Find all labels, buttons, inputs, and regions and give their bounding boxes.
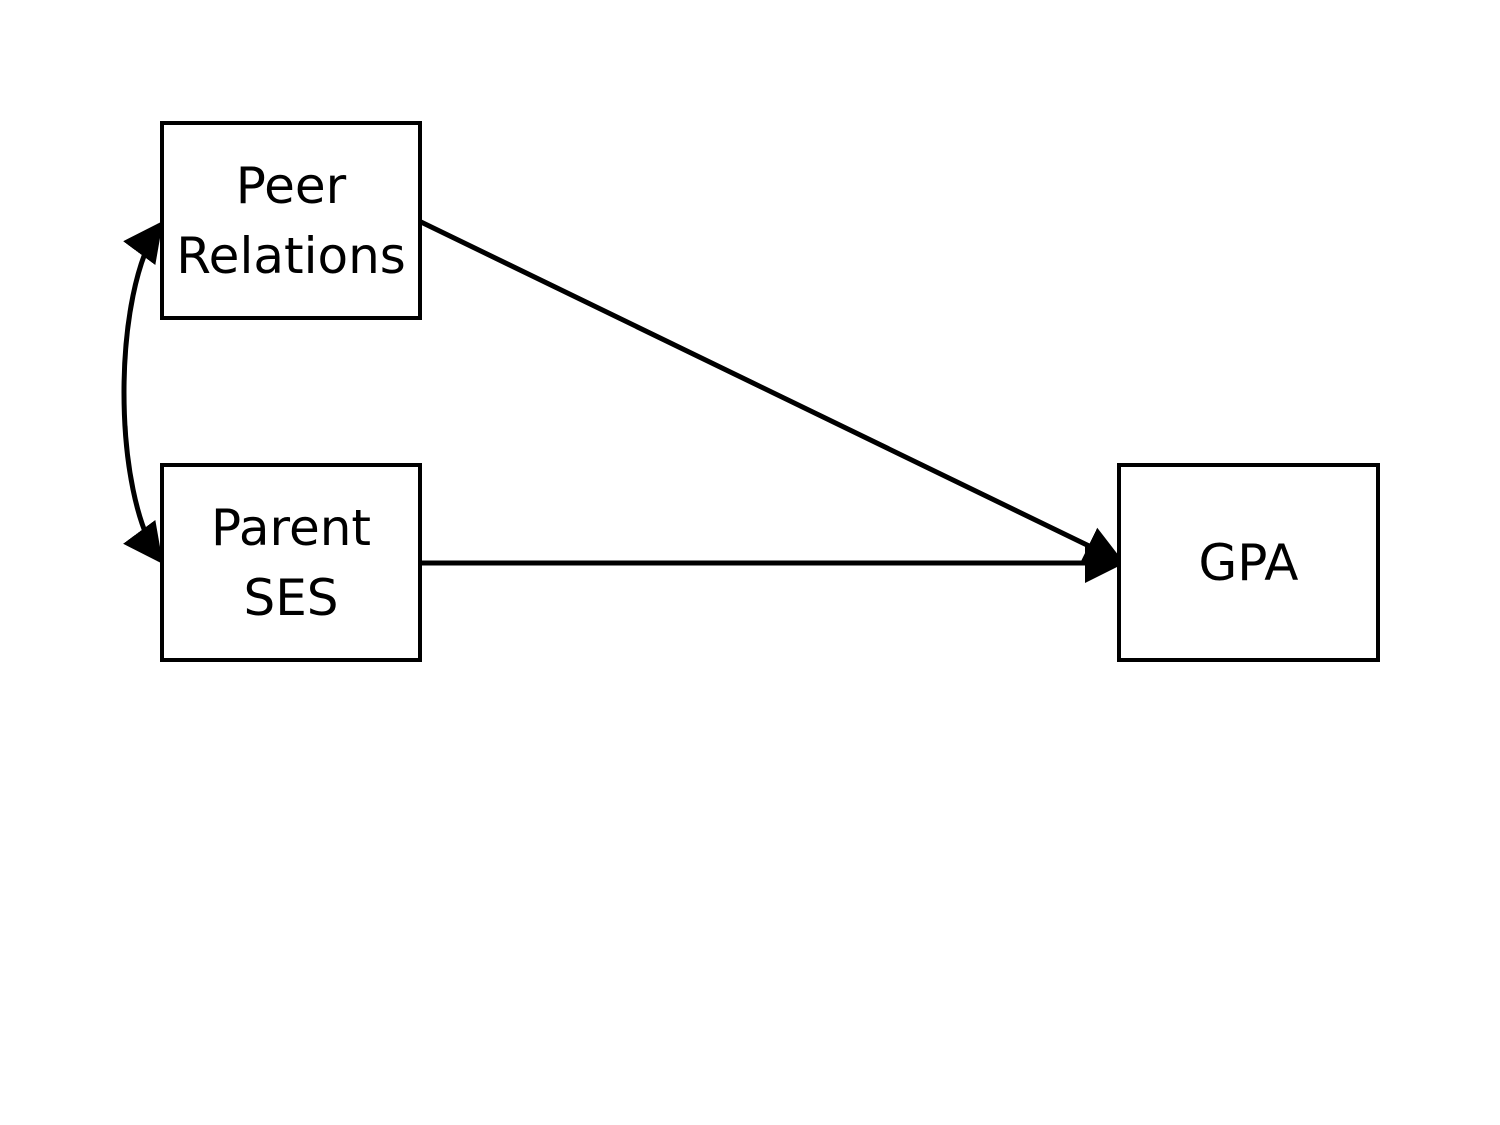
node-parent-ses-label-line2: SES <box>243 568 339 627</box>
node-peer-relations-label-line2: Relations <box>176 226 406 285</box>
node-peer-relations-label-line1: Peer <box>235 156 347 215</box>
node-gpa: GPA <box>1117 463 1380 662</box>
node-parent-ses-label: Parent SES <box>211 493 371 633</box>
node-parent-ses-label-line1: Parent <box>210 498 372 557</box>
node-peer-relations: Peer Relations <box>160 121 422 320</box>
path-peer-to-gpa-arrow <box>419 219 1125 564</box>
node-gpa-label-line1: GPA <box>1198 533 1299 592</box>
node-gpa-label: GPA <box>1199 528 1299 598</box>
node-parent-ses: Parent SES <box>160 463 422 662</box>
covariance-peer-parent-arrow <box>121 220 163 565</box>
node-peer-relations-label: Peer Relations <box>176 151 406 291</box>
